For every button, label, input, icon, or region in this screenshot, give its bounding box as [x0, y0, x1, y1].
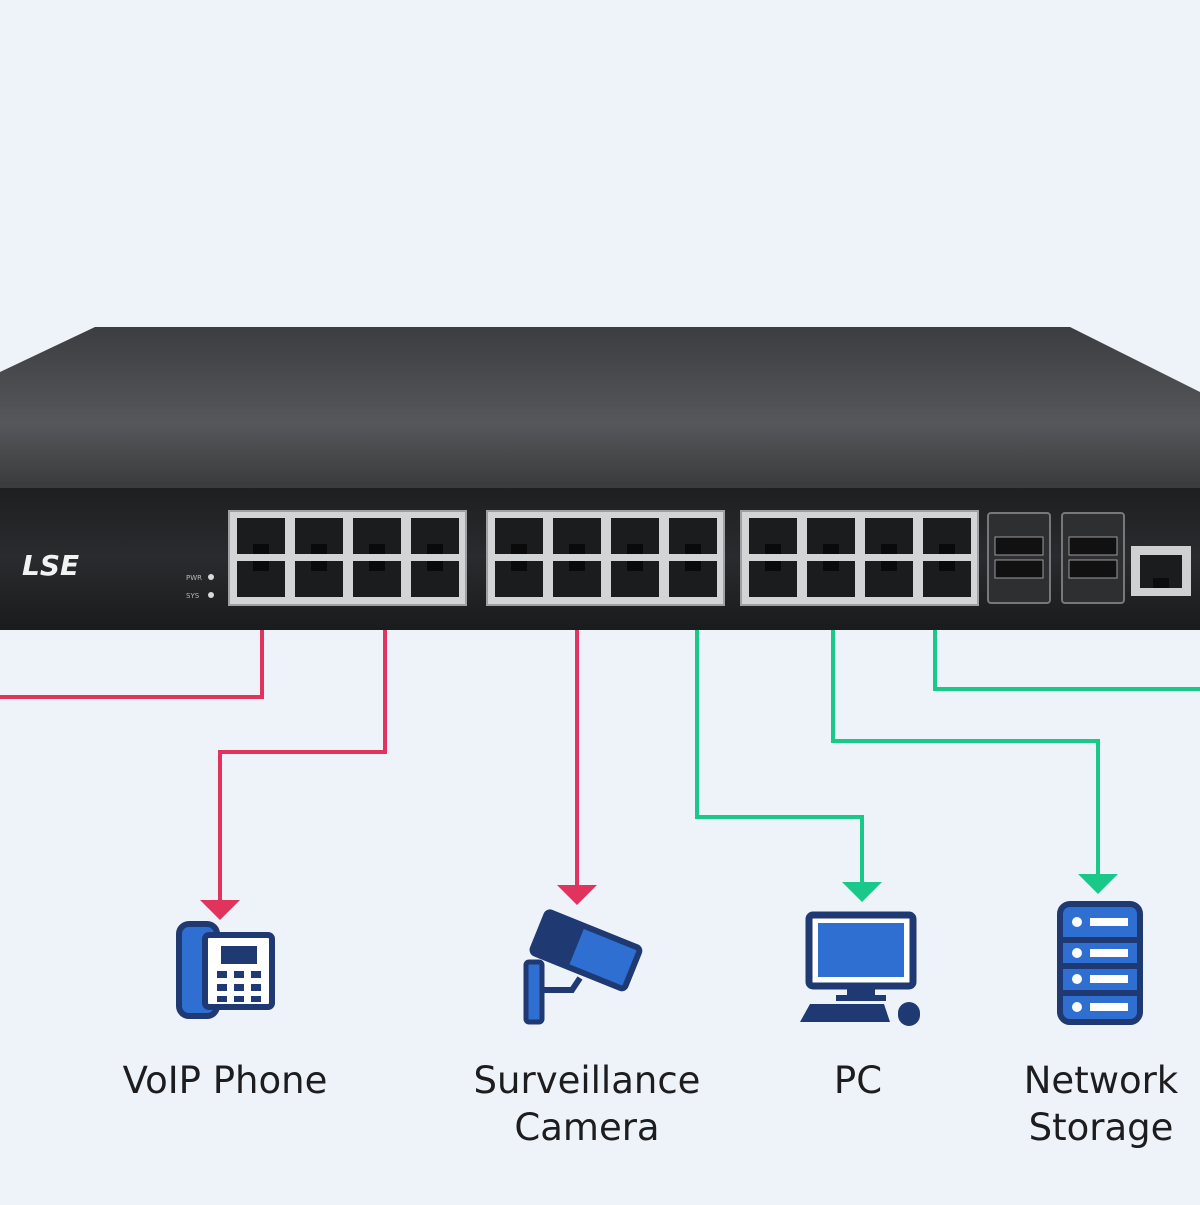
rj45-port-clip	[311, 544, 327, 554]
rj45-port-clip	[369, 561, 385, 571]
sfp-cages	[987, 512, 1125, 604]
rj45-port-clip	[939, 544, 955, 554]
rj45-port-clip	[881, 544, 897, 554]
rj45-port-clip	[253, 544, 269, 554]
network-storage-label-line: Storage	[1028, 1106, 1174, 1149]
rj45-port-clip	[685, 561, 701, 571]
arrowhead-voip	[200, 900, 240, 920]
network-storage-icon	[1057, 901, 1143, 1025]
rj45-port-clip	[253, 561, 269, 571]
rj45-port-clip	[765, 544, 781, 554]
rj45-port-clip	[627, 544, 643, 554]
rj45-port-clip	[685, 544, 701, 554]
data-link-to-right	[933, 625, 1200, 691]
sfp-slot	[994, 536, 1044, 556]
voip-phone-label-line: VoIP Phone	[122, 1059, 328, 1102]
poe-link-voip	[218, 625, 387, 900]
network-switch: LSE PWR SYS	[0, 327, 1200, 630]
sys-led-label: SYS	[186, 592, 200, 600]
status-leds: PWR SYS	[186, 574, 214, 600]
rj45-port-clip	[939, 561, 955, 571]
rj45-port-clip	[823, 561, 839, 571]
rj45-port-clip	[427, 544, 443, 554]
pwr-led	[208, 574, 214, 580]
network-storage-label: Network Storage	[961, 1057, 1200, 1151]
data-link-pc	[695, 625, 864, 883]
rj45-port-clip	[627, 561, 643, 571]
pwr-led-label: PWR	[186, 574, 202, 582]
rj45-port-clip	[427, 561, 443, 571]
switch-front-bezel	[0, 482, 1200, 488]
poe-link-to-left	[0, 625, 264, 699]
data-link-storage	[831, 625, 1100, 875]
rj45-port-clip	[881, 561, 897, 571]
rj45-port-clip	[765, 561, 781, 571]
rj45-port-groups	[228, 510, 979, 606]
arrowhead-storage	[1078, 874, 1118, 894]
voip-phone-label: VoIP Phone	[85, 1057, 365, 1104]
pc-label-line: PC	[833, 1059, 883, 1102]
rj45-port-clip	[369, 544, 385, 554]
surveillance-camera-icon	[523, 909, 643, 1025]
rj45-port-clip	[569, 544, 585, 554]
sfp-slot	[1068, 559, 1118, 579]
surveillance-camera-label: Surveillance Camera	[447, 1057, 727, 1151]
arrowhead-camera	[557, 885, 597, 905]
brand-logo: LSE	[22, 549, 79, 582]
voip-phone-icon	[176, 921, 275, 1019]
rj45-port-clip	[511, 544, 527, 554]
switch-top-cover	[0, 327, 1200, 487]
rj45-port-clip	[823, 544, 839, 554]
surveillance-camera-label-line: Surveillance	[473, 1059, 701, 1102]
sfp-slot	[994, 559, 1044, 579]
sfp-cage-1	[987, 512, 1051, 604]
sfp-cage-2	[1061, 512, 1125, 604]
network-storage-label-line: Network	[1023, 1059, 1179, 1102]
rj45-port-clip	[311, 561, 327, 571]
surveillance-camera-label-line: Camera	[514, 1106, 660, 1149]
sfp-slot	[1068, 536, 1118, 556]
sys-led	[208, 592, 214, 598]
connection-lines	[0, 625, 1200, 920]
console-port-clip	[1153, 578, 1169, 588]
rj45-port-clip	[569, 561, 585, 571]
pc-icon	[800, 911, 920, 1026]
console-port	[1131, 546, 1191, 596]
arrowhead-pc	[842, 882, 882, 902]
pc-label: PC	[718, 1057, 998, 1104]
rj45-port-clip	[511, 561, 527, 571]
